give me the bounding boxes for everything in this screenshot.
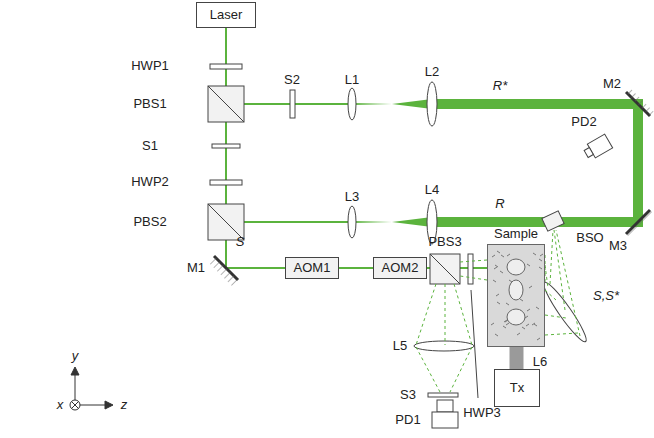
scattered-light xyxy=(460,260,487,262)
mirror-hatch xyxy=(208,256,238,286)
beam-splitter-diagonal xyxy=(430,254,460,284)
axis-into-page xyxy=(72,402,79,409)
beam-splitter-cube xyxy=(208,86,244,122)
node-label: AOM1 xyxy=(294,261,331,275)
component-label: S2 xyxy=(284,73,300,87)
aom-box: AOM2 xyxy=(373,257,427,279)
laser-box: Laser xyxy=(196,2,256,28)
bso-crystal xyxy=(542,211,564,231)
half-wave-plate xyxy=(468,254,473,284)
lens xyxy=(414,341,474,351)
axis-into-page xyxy=(72,402,79,409)
scattered-light xyxy=(416,284,436,345)
component-label: PD2 xyxy=(571,115,596,129)
expanded-beam xyxy=(432,99,643,109)
photodetector xyxy=(432,412,458,428)
scattered-light xyxy=(556,230,580,336)
component-label: HWP2 xyxy=(131,175,169,189)
lens xyxy=(348,206,356,238)
scattered-light xyxy=(550,230,553,284)
scattered-light xyxy=(450,347,472,392)
component-label: L1 xyxy=(345,73,359,87)
lens xyxy=(348,88,356,120)
component-label: HWP1 xyxy=(131,59,169,73)
beam-connector xyxy=(339,267,373,269)
component-label: R xyxy=(495,197,504,211)
axis-into-page xyxy=(70,400,80,410)
lens xyxy=(539,279,590,345)
aom-box: AOM1 xyxy=(285,257,339,279)
scattered-light xyxy=(554,230,565,310)
half-wave-plate xyxy=(210,64,242,69)
sample-box: Sample xyxy=(487,244,545,347)
sample-texture xyxy=(488,245,544,346)
beam-expander xyxy=(352,99,432,109)
component-label: M1 xyxy=(187,261,205,275)
lens xyxy=(427,82,437,126)
component-label: L6 xyxy=(533,355,547,369)
component-label: PBS3 xyxy=(428,235,461,249)
component-label: PD1 xyxy=(395,413,420,427)
node-label: Tx xyxy=(510,381,524,395)
component-label: BSO xyxy=(576,231,603,245)
node-label: AOM2 xyxy=(382,261,419,275)
leader-line xyxy=(471,290,478,398)
scattered-light xyxy=(445,284,446,345)
component-label: S,S* xyxy=(593,289,619,303)
ref-beam xyxy=(226,221,352,223)
component-label: PBS1 xyxy=(133,97,166,111)
mount-stem xyxy=(510,347,524,370)
component-label: L5 xyxy=(393,339,407,353)
node-label: Sample xyxy=(494,227,538,241)
photodetector xyxy=(437,400,453,412)
scattered-light xyxy=(545,333,578,335)
expanded-beam xyxy=(633,99,643,227)
component-label: z xyxy=(121,398,128,412)
component-label: L4 xyxy=(425,183,439,197)
ref-beam-star xyxy=(226,103,352,105)
beam-expander xyxy=(352,217,432,227)
axis-arrow xyxy=(105,401,113,409)
component-label: x xyxy=(57,398,64,412)
node-label: Laser xyxy=(210,8,243,22)
scattered-light xyxy=(416,347,440,392)
component-label: HWP3 xyxy=(463,406,501,420)
component-label: S3 xyxy=(400,388,416,402)
expanded-beam xyxy=(432,217,643,227)
shutter xyxy=(212,144,240,148)
component-label: PBS2 xyxy=(133,215,166,229)
photodetector xyxy=(582,134,613,161)
axis-arrow xyxy=(71,367,79,375)
scattered-light xyxy=(454,284,472,345)
component-label: L2 xyxy=(425,65,439,79)
beam-splitter-diagonal xyxy=(208,86,244,122)
scattered-light xyxy=(545,315,566,318)
beam-splitter-cube xyxy=(430,254,460,284)
component-label: L3 xyxy=(345,190,359,204)
scattered-light xyxy=(460,276,487,280)
component-label: S1 xyxy=(142,139,158,153)
mirror-hatch xyxy=(626,210,654,238)
shutter xyxy=(428,393,458,397)
component-label: S xyxy=(236,235,245,249)
component-label: M2 xyxy=(603,77,621,91)
shutter xyxy=(290,90,295,118)
transducer-box: Tx xyxy=(494,369,540,407)
component-label: R* xyxy=(493,79,507,93)
mirror-hatch xyxy=(626,88,654,116)
component-label: y xyxy=(72,349,79,363)
scattered-light xyxy=(545,290,556,300)
component-label: M3 xyxy=(609,239,627,253)
half-wave-plate xyxy=(210,180,242,185)
